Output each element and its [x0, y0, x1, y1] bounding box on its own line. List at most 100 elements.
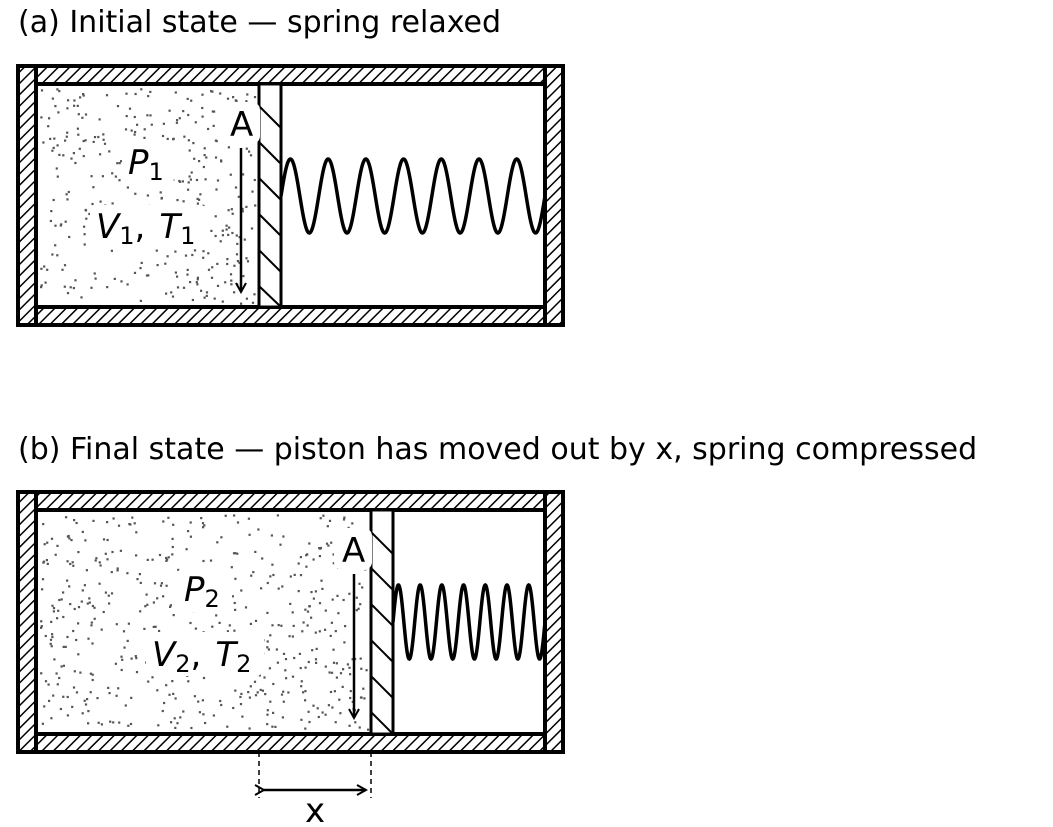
- gas-particle: [233, 514, 236, 517]
- gas-particle: [328, 671, 331, 674]
- gas-particle: [334, 721, 337, 724]
- gas-particle: [65, 135, 68, 138]
- gas-particle: [147, 95, 150, 98]
- gas-particle: [40, 286, 43, 289]
- gas-particle: [81, 116, 84, 119]
- gas-particle: [79, 671, 82, 674]
- gas-particle: [330, 621, 333, 624]
- gas-particle: [107, 686, 110, 689]
- gas-particle: [186, 97, 189, 100]
- gas-particle: [176, 199, 179, 202]
- gas-particle: [67, 190, 70, 194]
- gas-particle: [84, 539, 87, 542]
- gas-particle: [271, 563, 274, 566]
- gas-particle: [221, 234, 224, 237]
- gas-particle: [351, 658, 354, 661]
- gas-particle: [314, 658, 318, 661]
- gas-particle: [134, 130, 137, 134]
- gas-particle: [245, 100, 248, 103]
- gas-particle: [52, 607, 56, 610]
- gas-particle: [324, 628, 327, 631]
- gas-particle: [247, 517, 250, 520]
- gas-particle: [50, 645, 53, 648]
- gas-particle: [40, 620, 43, 623]
- cylinder-a-top-wall: [16, 64, 565, 86]
- gas-particle: [335, 662, 338, 665]
- gas-particle: [56, 254, 59, 257]
- pressure-label-b: P2: [184, 570, 220, 613]
- gas-particle: [304, 690, 307, 693]
- gas-particle: [133, 522, 136, 525]
- gas-particle: [245, 205, 248, 208]
- gas-particle: [74, 161, 77, 165]
- gas-particle: [200, 289, 203, 292]
- gas-particle: [102, 133, 105, 136]
- gas-particle: [43, 265, 46, 268]
- gas-particle: [114, 175, 117, 178]
- gas-particle: [127, 724, 130, 727]
- gas-particle: [211, 90, 214, 93]
- gas-particle: [135, 531, 138, 534]
- gas-particle: [93, 136, 97, 139]
- gas-particle: [74, 279, 77, 282]
- gas-particle: [62, 591, 65, 594]
- gas-particle: [51, 635, 54, 639]
- gas-particle: [266, 709, 269, 712]
- gas-particle: [77, 551, 80, 554]
- gas-particle: [202, 713, 205, 716]
- gas-particle: [220, 160, 223, 163]
- gas-particle: [154, 625, 157, 628]
- gas-particle: [81, 712, 84, 715]
- gas-particle: [245, 147, 248, 150]
- gas-particle: [204, 721, 207, 725]
- gas-particle: [347, 526, 350, 529]
- gas-particle: [182, 110, 185, 113]
- gas-particle: [119, 549, 122, 552]
- gas-particle: [226, 97, 230, 100]
- cylinder-a: [16, 64, 565, 327]
- gas-particle: [56, 683, 59, 686]
- gas-particle: [284, 658, 288, 661]
- gas-particle: [73, 607, 76, 611]
- gas-particle: [125, 92, 128, 95]
- gas-particle: [177, 568, 180, 571]
- cylinder-b-right-wall: [543, 490, 565, 754]
- gas-particle: [70, 157, 73, 160]
- gas-particle: [272, 682, 275, 686]
- gas-particle: [254, 204, 257, 207]
- gas-particle: [62, 615, 65, 619]
- gas-particle: [318, 602, 322, 605]
- gas-particle: [219, 240, 222, 243]
- gas-particle: [135, 554, 138, 557]
- gas-particle: [57, 111, 60, 114]
- gas-particle: [82, 93, 85, 96]
- gas-particle: [61, 268, 64, 271]
- gas-particle: [75, 691, 79, 694]
- gas-particle: [120, 160, 123, 163]
- gas-particle: [69, 286, 72, 289]
- gas-particle: [133, 115, 136, 119]
- gas-particle: [94, 559, 97, 562]
- gas-particle: [88, 597, 91, 600]
- gas-particle: [56, 617, 59, 620]
- gas-particle: [143, 128, 146, 131]
- gas-particle: [46, 268, 49, 271]
- gas-particle: [220, 703, 223, 707]
- gas-particle: [59, 224, 62, 227]
- gas-particle: [332, 562, 335, 565]
- gas-particle: [201, 699, 204, 702]
- gas-particle: [187, 181, 190, 184]
- gas-particle: [224, 281, 227, 284]
- gas-particle: [165, 684, 168, 687]
- gas-particle: [108, 602, 111, 605]
- gas-particle: [202, 256, 205, 259]
- gas-particle: [355, 609, 358, 612]
- gas-particle: [64, 645, 67, 648]
- gas-particle: [97, 721, 100, 724]
- gas-particle: [64, 139, 67, 142]
- gas-particle: [87, 637, 90, 640]
- gas-particle: [92, 519, 95, 522]
- gas-particle: [55, 167, 58, 170]
- gas-particle: [62, 664, 65, 667]
- gas-particle: [314, 631, 317, 634]
